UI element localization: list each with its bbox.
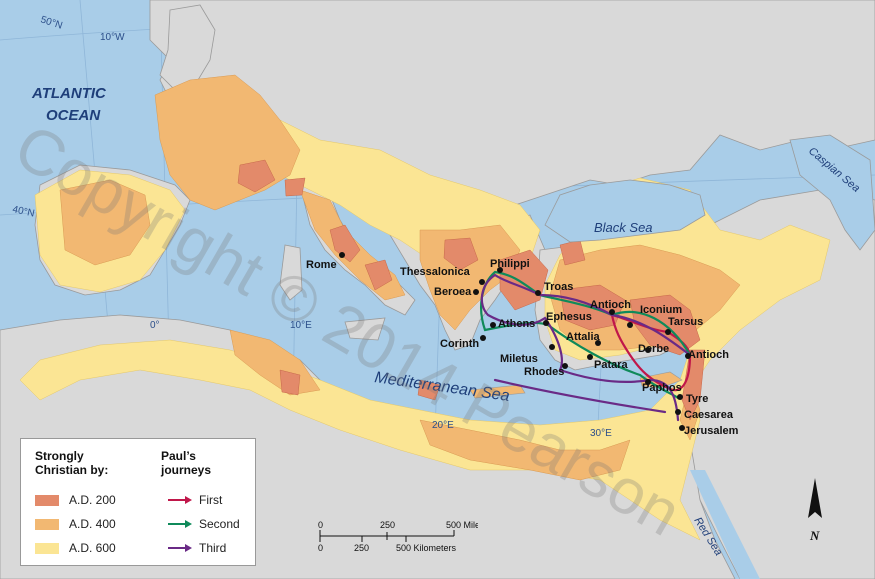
label-rhodes: Rhodes <box>524 366 564 378</box>
dot-paphos <box>645 379 651 385</box>
label-attalia: Attalia <box>566 331 601 343</box>
dot-athens <box>490 322 496 328</box>
dot-miletus <box>549 344 555 350</box>
label-black-sea: Black Sea <box>594 220 653 235</box>
legend-journey-third: Third <box>167 541 226 555</box>
arrow-second-icon <box>168 520 192 528</box>
label-troas: Troas <box>544 281 573 293</box>
legend-period-ad600: A.D. 600 <box>35 541 116 555</box>
water-black-sea <box>544 179 706 243</box>
dot-beroea <box>473 289 479 295</box>
scale-km-zero: 0 <box>318 543 323 553</box>
grid-lat40: 40°N <box>11 204 35 219</box>
legend-journeys-title-line1: Paul’s <box>161 449 196 463</box>
dot-attalia <box>595 340 601 346</box>
legend-christian-title-line2: Christian by: <box>35 463 109 477</box>
legend-journey-second: Second <box>167 517 240 531</box>
route-third <box>480 273 692 422</box>
arrow-third-icon <box>168 544 192 552</box>
label-atlantic-1: ATLANTIC <box>31 85 107 102</box>
label-caesarea: Caesarea <box>684 409 734 421</box>
label-ephesus: Ephesus <box>546 311 592 323</box>
swatch-ad200 <box>35 494 59 506</box>
dot-patara <box>587 354 593 360</box>
dot-antioch-pisidia <box>609 309 615 315</box>
legend-christian-title-line1: Strongly <box>35 449 84 463</box>
scale-miles-end: 500 Miles <box>446 520 478 530</box>
label-derbe: Derbe <box>638 343 669 355</box>
land-sicily <box>344 317 386 341</box>
land-cyprus <box>639 371 683 389</box>
legend-period-label: A.D. 400 <box>69 517 116 531</box>
compass-icon: N <box>808 478 822 543</box>
water-caspian-sea <box>789 134 875 251</box>
city-dots <box>339 252 691 431</box>
water-red-sea <box>690 470 760 579</box>
swatch-ad600 <box>35 542 59 554</box>
scale-km-end: 500 Kilometers <box>396 543 457 553</box>
label-athens: Athens <box>498 318 535 330</box>
label-corinth: Corinth <box>440 338 479 350</box>
scale-km-mid: 250 <box>354 543 369 553</box>
dot-corinth <box>480 335 486 341</box>
label-beroea: Beroea <box>434 286 472 298</box>
label-tarsus: Tarsus <box>668 316 703 328</box>
legend-journeys-title: Paul’s journeys <box>161 449 211 477</box>
compass-north-label: N <box>809 528 820 543</box>
dot-iconium <box>627 322 633 328</box>
label-rome: Rome <box>306 259 337 271</box>
dot-ephesus <box>543 320 549 326</box>
label-antioch-syria: Antioch <box>688 349 729 361</box>
label-paphos: Paphos <box>642 382 682 394</box>
grid-lon10w: 10°W <box>100 32 125 43</box>
grid-lon20e: 20°E <box>432 420 454 431</box>
legend-period-label: A.D. 600 <box>69 541 116 555</box>
dot-rhodes <box>562 363 568 369</box>
legend-journey-label: Third <box>199 541 227 555</box>
label-jerusalem: Jerusalem <box>684 425 739 437</box>
label-antioch-pisidia: Antioch <box>590 299 631 311</box>
scale-bar: 0 250 500 Miles 0 250 500 Kilometers <box>318 520 478 553</box>
legend-journey-first: First <box>167 493 222 507</box>
label-philippi: Philippi <box>490 258 530 270</box>
legend-period-label: A.D. 200 <box>69 493 116 507</box>
legend-period-ad400: A.D. 400 <box>35 517 116 531</box>
label-miletus: Miletus <box>500 353 538 365</box>
route-third-return <box>493 378 667 414</box>
arrow-first-icon <box>168 496 192 504</box>
dot-jerusalem <box>679 425 685 431</box>
grid-lon10e: 10°E <box>290 320 312 331</box>
dot-rome <box>339 252 345 258</box>
grid-lon30e: 30°E <box>590 428 612 439</box>
dot-troas <box>535 290 541 296</box>
dot-tyre <box>677 394 683 400</box>
swatch-ad400 <box>35 518 59 530</box>
legend-period-ad200: A.D. 200 <box>35 493 116 507</box>
dot-antioch-syria <box>685 353 691 359</box>
legend-journey-label: Second <box>199 517 240 531</box>
land-sardinia <box>279 244 303 301</box>
dot-tarsus <box>665 329 671 335</box>
land-crete <box>469 384 526 399</box>
dot-derbe <box>645 347 651 353</box>
dot-philippi <box>497 267 503 273</box>
dot-caesarea <box>675 409 681 415</box>
scale-miles-zero: 0 <box>318 520 323 530</box>
legend-box: Strongly Christian by: Paul’s journeys A… <box>20 438 256 566</box>
label-patara: Patara <box>594 359 629 371</box>
label-iconium: Iconium <box>640 304 682 316</box>
city-labels: Rome Thessalonica Philippi Beroea Troas … <box>306 258 739 437</box>
scale-miles-mid: 250 <box>380 520 395 530</box>
label-tyre: Tyre <box>686 393 708 405</box>
legend-journey-label: First <box>199 493 223 507</box>
legend-christian-title: Strongly Christian by: <box>35 449 108 477</box>
dot-thessalonica <box>479 279 485 285</box>
label-thessalonica: Thessalonica <box>400 266 471 278</box>
legend-journeys-title-line2: journeys <box>161 463 212 477</box>
grid-lon0: 0° <box>150 320 160 331</box>
label-atlantic-2: OCEAN <box>46 107 101 124</box>
